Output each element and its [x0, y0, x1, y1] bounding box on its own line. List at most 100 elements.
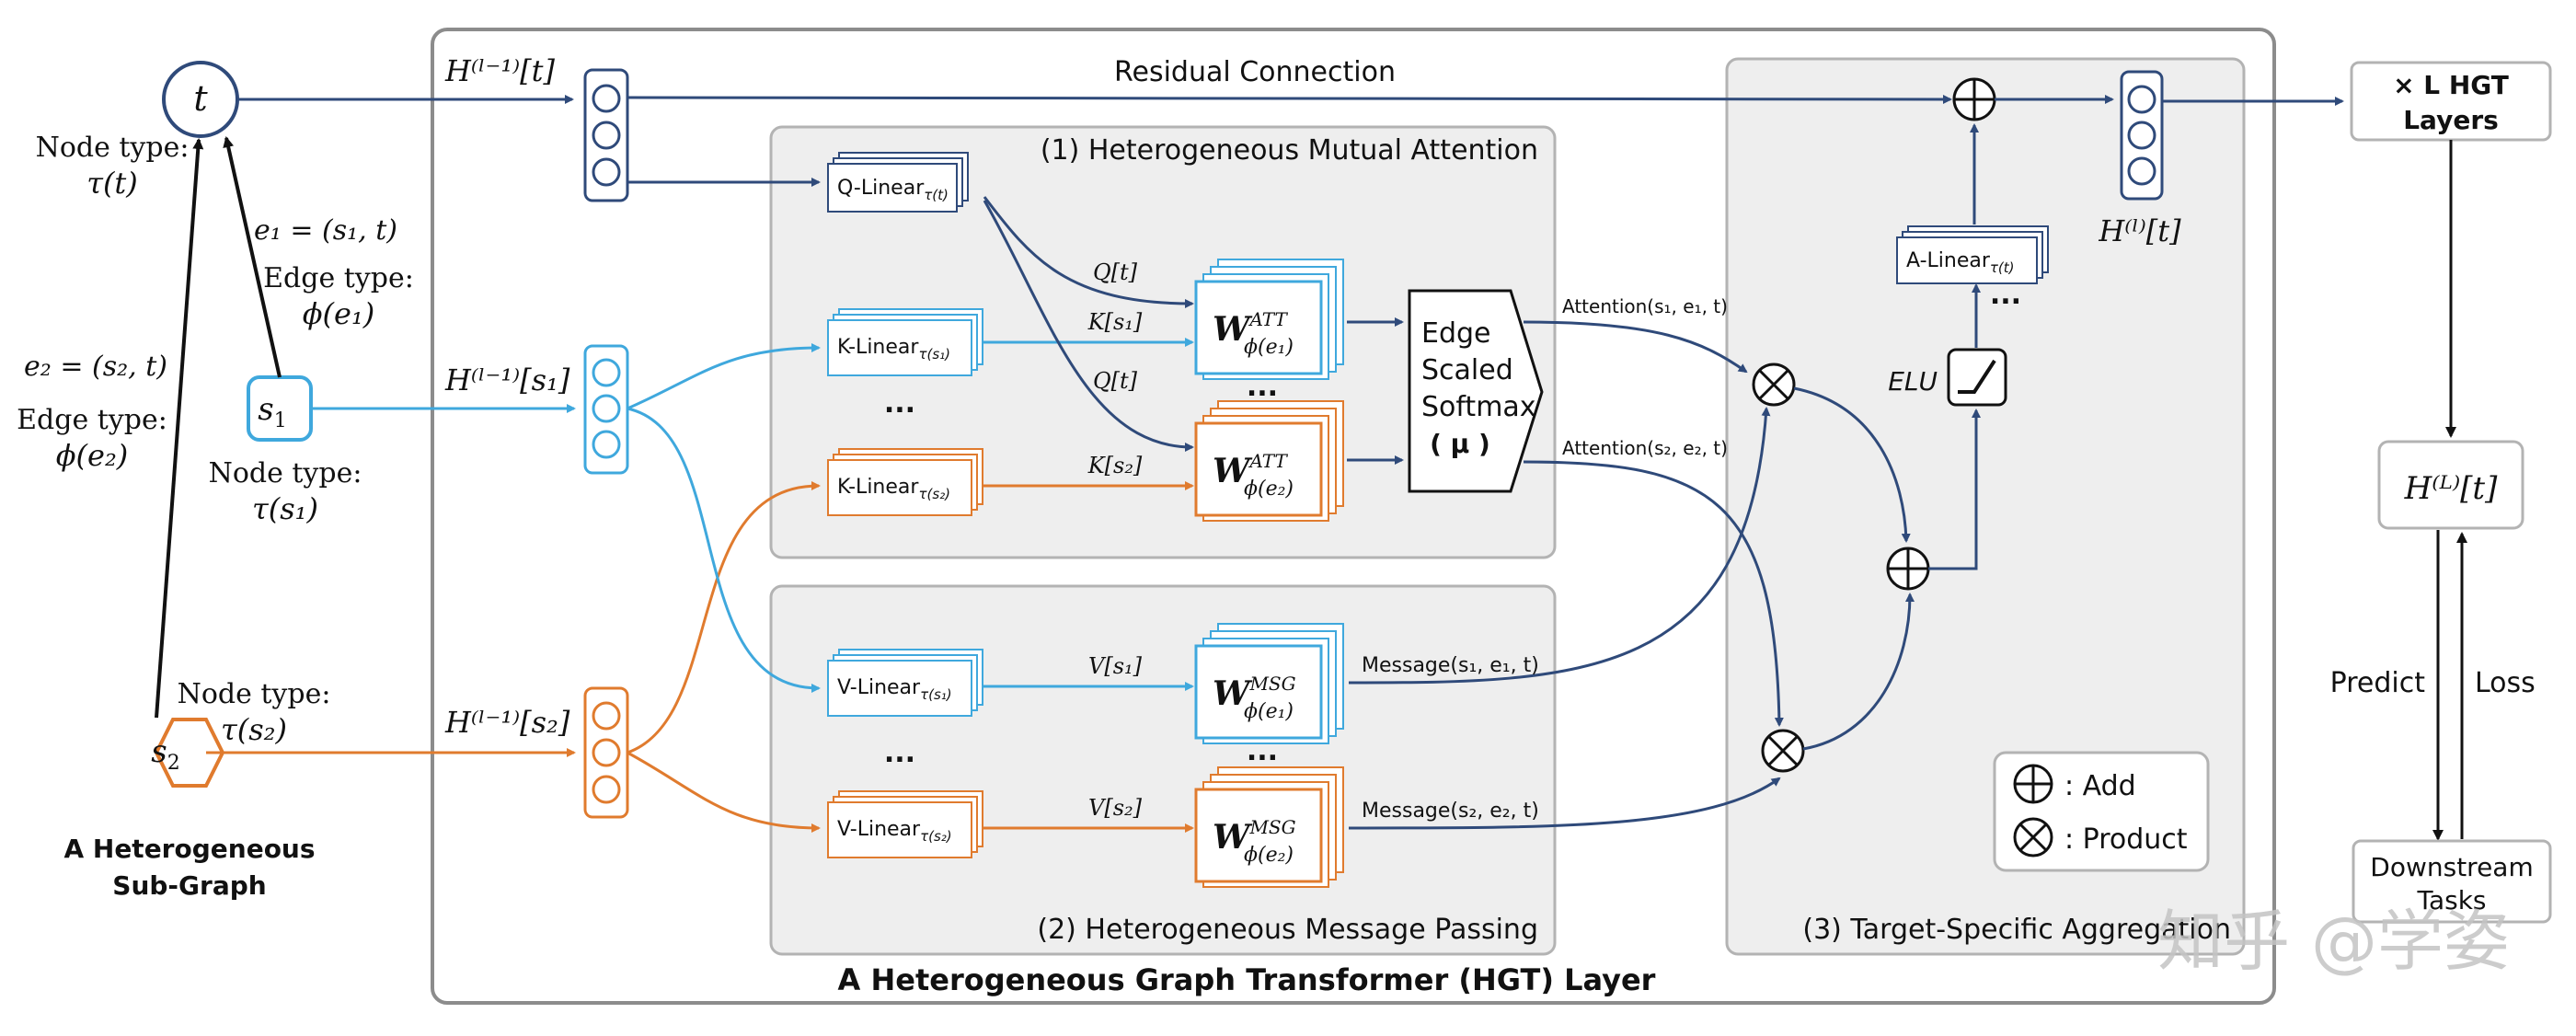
layers-box: × L HGT Layers — [2350, 61, 2552, 142]
softmax-line4: ( μ ) — [1430, 429, 1490, 459]
k-linear-2-label: K-Linear — [837, 476, 919, 499]
message-2-line — [1348, 777, 1781, 830]
q-linear-box: Q-Linearτ(t) — [827, 152, 969, 213]
h-s2-vector — [583, 686, 629, 819]
svg-text:K-Linearτ(s₂): K-Linearτ(s₂) — [837, 476, 950, 502]
w-att-2-symbol: W — [1213, 452, 1253, 490]
node-t: t — [162, 61, 239, 138]
subgraph-caption-line1: A Heterogeneous — [63, 834, 315, 864]
v2-label: V[s₂] — [1088, 795, 1143, 821]
edge-type-e2-value: ϕ(e₂) — [56, 438, 129, 473]
w-msg-1-superscript: MSG — [1248, 673, 1295, 695]
node-s2-subscript: 2 — [167, 752, 180, 775]
w-msg-2-subscript: ϕ(e₂) — [1244, 844, 1294, 867]
w-msg-1-subscript: ϕ(e₁) — [1244, 700, 1294, 723]
k-linear-1-subscript: τ(s₁) — [918, 346, 950, 363]
a-linear-subscript: τ(t) — [1990, 259, 2015, 276]
k-linear-2-box: K-Linearτ(s₂) — [827, 448, 983, 516]
edge-type-e1-label: Edge type: — [263, 262, 414, 294]
node-type-s2-value: τ(s₂) — [221, 712, 287, 747]
product-1-icon — [1752, 363, 1796, 407]
node-type-s1-value: τ(s₁) — [252, 491, 318, 526]
h-s1-label: H⁽ˡ⁻¹⁾[s₁] — [444, 363, 570, 397]
k-linear-2-subscript: τ(s₂) — [918, 486, 950, 502]
softmax-line2: Scaled — [1421, 354, 1513, 386]
h-t-label: H⁽ˡ⁻¹⁾[t] — [444, 53, 555, 88]
svg-text:Q-Linearτ(t): Q-Linearτ(t) — [837, 177, 949, 203]
k2-label: K[s₂] — [1087, 453, 1143, 478]
edge-e1-arrow — [223, 136, 282, 378]
h-s2-to-v2-line — [627, 751, 821, 833]
k-linear-1-box: K-Linearτ(s₁) — [827, 308, 983, 376]
subgraph-caption-line2: Sub-Graph — [112, 870, 266, 901]
loss-label: Loss — [2475, 667, 2536, 699]
node-t-label: t — [193, 78, 208, 119]
h-s1-to-k1-line — [627, 343, 821, 410]
a-linear-box: A-Linearτ(t) — [1896, 225, 2049, 284]
message-mid-ellipsis: ... — [1247, 735, 1278, 767]
attention-2-line — [1523, 460, 1784, 727]
v-linear-1-box: V-Linearτ(s₁) — [827, 649, 983, 717]
message-panel — [769, 584, 1557, 956]
w-msg-2-superscript: MSG — [1248, 816, 1295, 838]
message-1-line — [1348, 407, 1771, 685]
layers-line2: Layers — [2403, 105, 2499, 135]
attention-2-label: Attention(s₂, e₂, t) — [1562, 437, 1728, 459]
k1-label: K[s₁] — [1087, 309, 1143, 335]
predict-label: Predict — [2330, 667, 2426, 699]
legend-product-icon — [2013, 817, 2053, 858]
legend-box: : Add : Product — [1993, 751, 2210, 872]
residual-label: Residual Connection — [1114, 56, 1396, 88]
edge-e2-arrow — [155, 138, 204, 719]
q-to-watt2-line — [983, 200, 1194, 452]
aggregation-panel-title: (3) Target-Specific Aggregation — [1802, 914, 2231, 946]
residual-line — [627, 94, 1952, 104]
svg-text:s2: s2 — [151, 733, 179, 775]
elu-activation-icon — [1947, 348, 2007, 407]
add-icon — [1886, 547, 1930, 591]
w-att-1-superscript: ATT — [1248, 308, 1288, 330]
attention-1-label: Attention(s₁, e₁, t) — [1562, 295, 1728, 317]
v-linear-2-box: V-Linearτ(s₂) — [827, 790, 983, 858]
message-1-label: Message(s₁, e₁, t) — [1362, 654, 1539, 677]
a-linear-label: A-Linear — [1906, 249, 1991, 272]
q-to-watt1-line — [983, 196, 1194, 308]
q1-label: Q[t] — [1093, 259, 1138, 285]
w-msg-2-matrix: WMSG ϕ(e₂) — [1194, 766, 1344, 888]
downstream-line1: Downstream — [2370, 852, 2533, 882]
attention-1-line — [1523, 320, 1748, 374]
node-s1-label: s — [258, 391, 273, 428]
edge-scaled-softmax-block: Edge Scaled Softmax ( μ ) — [1408, 289, 1544, 493]
svg-text:V-Linearτ(s₁): V-Linearτ(s₁) — [837, 676, 952, 703]
hgt-layer-title: A Heterogeneous Graph Transformer (HGT) … — [838, 962, 1656, 997]
message-panel-title: (2) Heterogeneous Message Passing — [1037, 914, 1538, 946]
downstream-tasks-box: Downstream Tasks — [2352, 839, 2552, 924]
h-l-output-label: H⁽ˡ⁾[t] — [2098, 213, 2181, 248]
watermark: 知乎 @学姿 — [2157, 903, 2510, 980]
v-linear-1-label: V-Linear — [837, 676, 921, 699]
node-s1-subscript: 1 — [274, 409, 287, 432]
node-s2-hexagon — [154, 718, 225, 788]
w-att-2-matrix: WATT ϕ(e₂) — [1194, 400, 1344, 522]
elu-label: ELU — [1888, 366, 1938, 397]
w-msg-2-symbol: W — [1213, 818, 1253, 857]
w-att-2-superscript: ATT — [1248, 450, 1288, 472]
message-2-label: Message(s₂, e₂, t) — [1362, 800, 1539, 823]
w-msg-1-matrix: WMSG ϕ(e₁) — [1194, 623, 1344, 744]
h-s2-to-k2-line — [627, 481, 821, 754]
legend-product-label: : Product — [2064, 823, 2188, 856]
attention-left-ellipsis: ... — [884, 387, 915, 420]
node-type-t-label: Node type: — [36, 132, 190, 164]
softmax-line1: Edge — [1421, 317, 1491, 350]
legend-add-icon — [2013, 764, 2053, 804]
add-to-elu-line — [1928, 409, 1981, 570]
aggregation-panel — [1725, 57, 2246, 956]
w-att-1-matrix: WATT ϕ(e₁) — [1194, 259, 1344, 380]
q-linear-subscript: τ(t) — [924, 187, 949, 203]
message-left-ellipsis: ... — [884, 737, 915, 769]
h-t-vector — [583, 68, 629, 202]
node-s2: s2 — [151, 718, 225, 788]
svg-text:K-Linearτ(s₁): K-Linearτ(s₁) — [837, 336, 950, 363]
svg-text:WATT: WATT — [1213, 308, 1288, 349]
